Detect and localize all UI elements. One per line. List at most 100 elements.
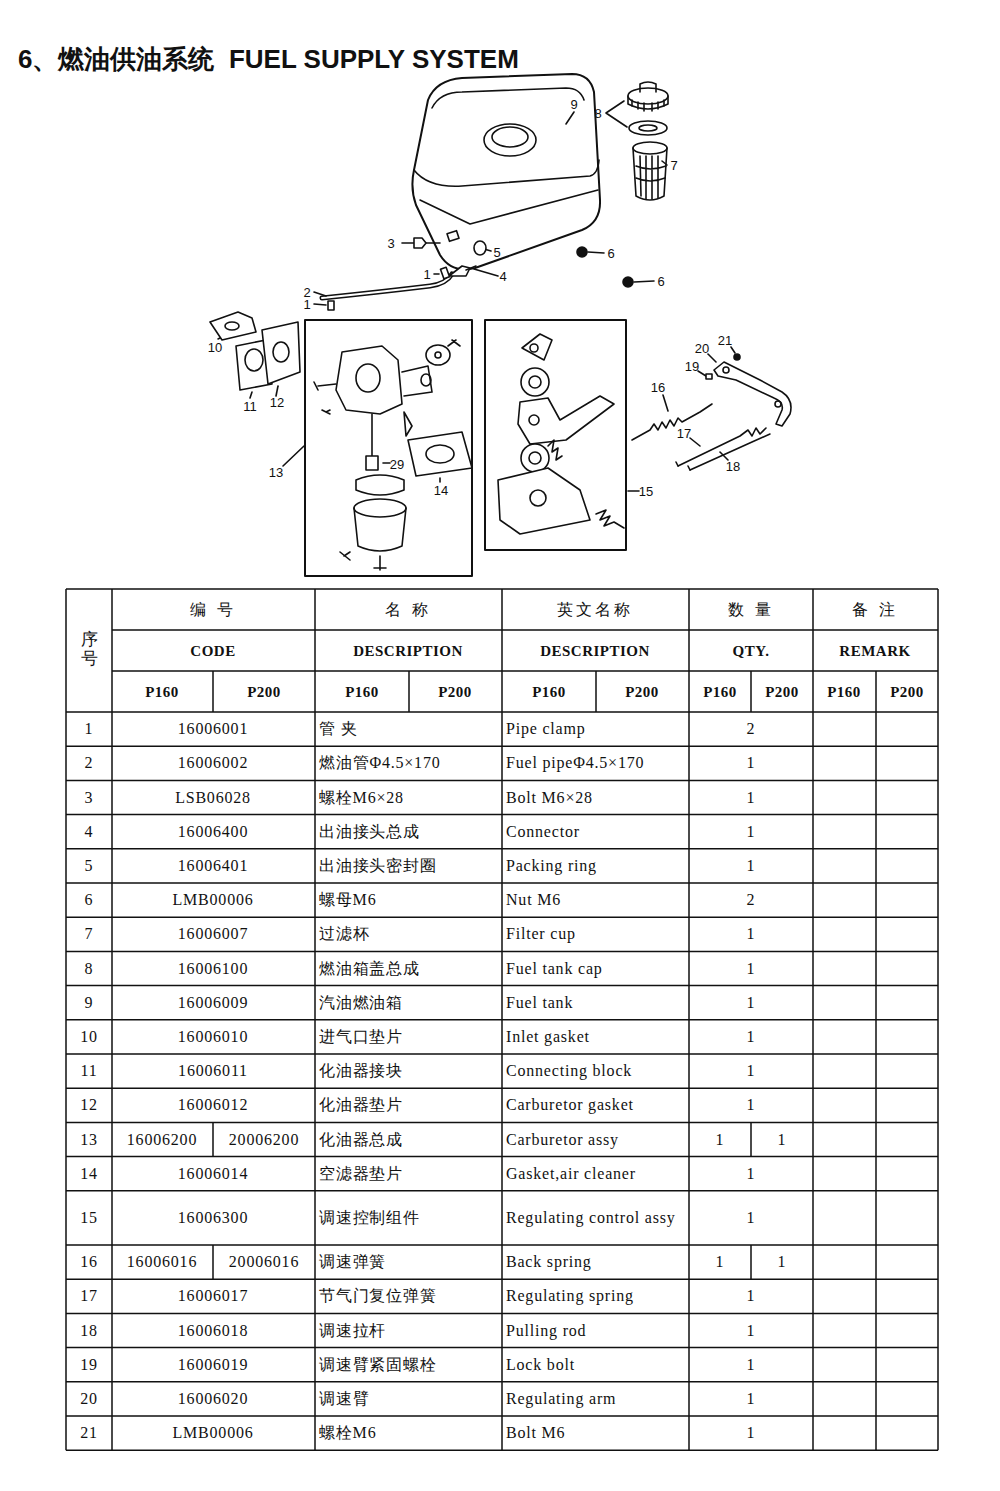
callout-number: 1 — [423, 268, 430, 281]
part-code: 16006017 — [178, 1287, 248, 1305]
part-name-cn: 调速控制组件 — [319, 1209, 499, 1227]
part-code: 16006018 — [178, 1321, 248, 1339]
row-number: 9 — [85, 993, 94, 1011]
part-name-en: Regulating spring — [506, 1287, 684, 1305]
part-name-cn: 调速拉杆 — [319, 1321, 499, 1339]
row-number: 3 — [85, 788, 94, 806]
row-number: 13 — [80, 1130, 98, 1148]
table-header: 序号 — [81, 631, 98, 668]
quantity: 1 — [747, 1164, 756, 1182]
part-name-en: Connecting block — [506, 1062, 684, 1080]
part-name-cn: 螺母M6 — [319, 891, 499, 909]
callout-number: 18 — [726, 460, 740, 473]
part-name-en: Regulating control assy — [506, 1209, 684, 1227]
callout-number: 21 — [718, 334, 732, 347]
part-code: LMB00006 — [172, 891, 253, 909]
table-header: P200 — [890, 684, 924, 699]
part-name-cn: 调速臂 — [319, 1390, 499, 1408]
part-name-en: Pulling rod — [506, 1321, 684, 1339]
callout-number: 11 — [243, 400, 257, 413]
callout-number: 16 — [651, 381, 665, 394]
row-number: 21 — [80, 1424, 98, 1442]
callout-number: 14 — [434, 484, 448, 497]
table-header: 备 注 — [852, 602, 897, 618]
table-header: REMARK — [839, 643, 910, 658]
part-name-cn: 螺栓M6×28 — [319, 788, 499, 806]
part-name-cn: 管 夹 — [319, 720, 499, 738]
quantity: 1 — [778, 1253, 787, 1271]
row-number: 15 — [80, 1209, 98, 1227]
callout-number: 7 — [670, 159, 677, 172]
row-number: 4 — [85, 822, 94, 840]
page-title: 6、燃油供油系统 FUEL SUPPLY SYSTEM — [18, 42, 519, 77]
table-header: 名 称 — [385, 602, 430, 618]
callout-number: 8 — [594, 107, 601, 120]
part-name-cn: 出油接头密封圈 — [319, 857, 499, 875]
table-header: P160 — [532, 684, 566, 699]
row-number: 11 — [80, 1062, 97, 1080]
quantity: 1 — [747, 1062, 756, 1080]
part-name-cn: 化油器接块 — [319, 1062, 499, 1080]
part-code: 20006016 — [229, 1253, 299, 1271]
table-header: P200 — [247, 684, 281, 699]
row-number: 20 — [80, 1390, 98, 1408]
table-header: 编 号 — [190, 602, 235, 618]
part-name-en: Connector — [506, 822, 684, 840]
callout-number: 3 — [387, 237, 394, 250]
quantity: 1 — [778, 1130, 787, 1148]
callout-number: 13 — [269, 466, 283, 479]
row-number: 8 — [85, 959, 94, 977]
quantity: 1 — [747, 1424, 756, 1442]
part-name-cn: 节气门复位弹簧 — [319, 1287, 499, 1305]
callout-number: 4 — [499, 270, 506, 283]
part-name-en: Carburetor gasket — [506, 1096, 684, 1114]
table-header: P160 — [703, 684, 737, 699]
callout-number: 15 — [639, 485, 653, 498]
row-number: 2 — [85, 754, 94, 772]
row-number: 17 — [80, 1287, 98, 1305]
callout-number: 9 — [570, 98, 577, 111]
callout-number: 20 — [695, 342, 709, 355]
part-name-cn: 调速臂紧固螺栓 — [319, 1355, 499, 1373]
part-code: 16006012 — [178, 1096, 248, 1114]
part-code: 16006019 — [178, 1355, 248, 1373]
part-code: 16006001 — [178, 720, 248, 738]
callout-number: 10 — [208, 341, 222, 354]
part-name-cn: 化油器总成 — [319, 1130, 499, 1148]
row-number: 19 — [80, 1355, 98, 1373]
part-code: LSB06028 — [175, 788, 251, 806]
quantity: 1 — [747, 1287, 756, 1305]
part-name-en: Pipe clamp — [506, 720, 684, 738]
part-code: 16006100 — [178, 959, 248, 977]
part-code: 16006200 — [127, 1130, 197, 1148]
quantity: 1 — [747, 788, 756, 806]
part-name-en: Lock bolt — [506, 1355, 684, 1373]
part-code: 16006016 — [127, 1253, 197, 1271]
row-number: 10 — [80, 1028, 98, 1046]
part-name-en: Carburetor assy — [506, 1130, 684, 1148]
part-name-en: Inlet gasket — [506, 1028, 684, 1046]
part-name-cn: 进气口垫片 — [319, 1028, 499, 1046]
callout-number: 12 — [270, 396, 284, 409]
part-name-cn: 燃油管Φ4.5×170 — [319, 754, 499, 772]
table-header: P200 — [765, 684, 799, 699]
table-header: 数 量 — [728, 602, 773, 618]
quantity: 1 — [747, 1355, 756, 1373]
table-header: P200 — [625, 684, 659, 699]
part-code: LMB00006 — [172, 1424, 253, 1442]
quantity: 1 — [716, 1253, 725, 1271]
table-header: DESCRIPTION — [540, 643, 650, 658]
table-header: P160 — [827, 684, 861, 699]
table-header: 英文名称 — [557, 602, 633, 618]
quantity: 1 — [747, 754, 756, 772]
callout-number: 6 — [607, 247, 614, 260]
part-code: 16006401 — [178, 857, 248, 875]
part-code: 16006400 — [178, 822, 248, 840]
quantity: 1 — [716, 1130, 725, 1148]
row-number: 18 — [80, 1321, 98, 1339]
part-code: 16006002 — [178, 754, 248, 772]
callout-number: 29 — [390, 458, 404, 471]
part-name-cn: 出油接头总成 — [319, 822, 499, 840]
part-name-cn: 调速弹簧 — [319, 1253, 499, 1271]
part-code: 16006300 — [178, 1209, 248, 1227]
